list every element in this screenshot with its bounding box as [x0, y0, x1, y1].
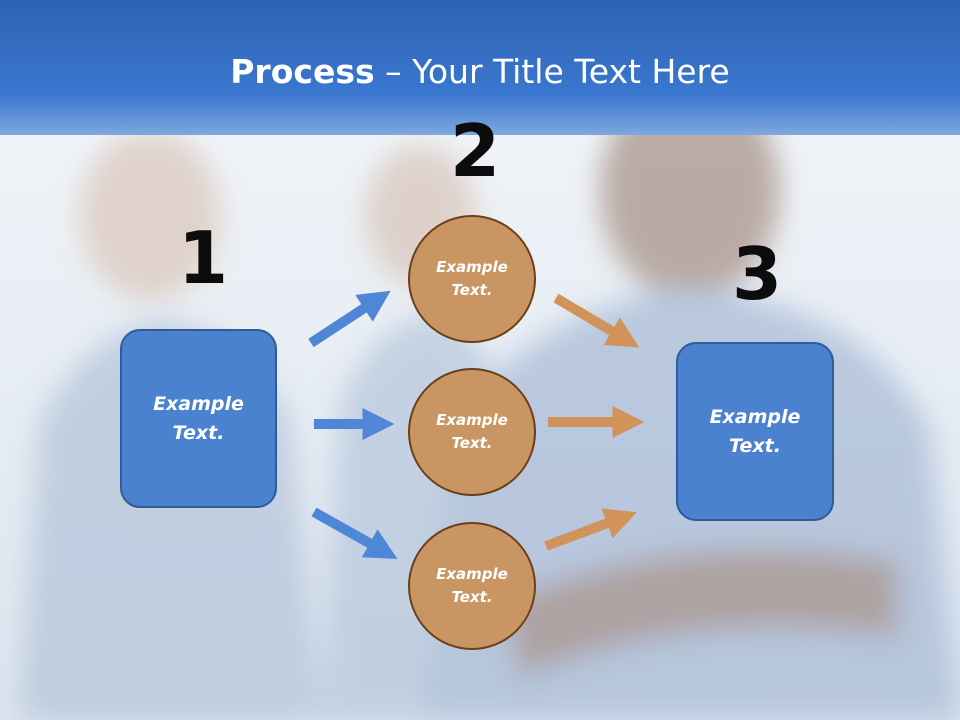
step-2-circle-bottom-text: Example Text. [436, 565, 508, 606]
title-bar [0, 0, 960, 135]
title-bold: Process [230, 52, 375, 91]
step-1-text: Example Text. [153, 392, 244, 444]
arrow-1-to-2c [311, 507, 398, 559]
slide-title: Process – Your Title Text Here [0, 52, 960, 91]
step-2-circle-middle: Example Text. [408, 368, 536, 496]
step-2-circle-top-text: Example Text. [436, 258, 508, 299]
arrow-2c-to-3 [544, 508, 637, 551]
step-2-circle-middle-text: Example Text. [436, 411, 508, 452]
step-3-box: Example Text. [676, 342, 834, 521]
arrow-2a-to-3 [553, 293, 640, 348]
step-number-2: 2 [450, 109, 501, 193]
step-3-text: Example Text. [709, 405, 801, 457]
step-2-circle-bottom: Example Text. [408, 522, 536, 650]
step-1-box: Example Text. [120, 329, 277, 508]
step-number-3: 3 [732, 232, 783, 316]
arrow-1-to-2a [308, 290, 391, 348]
title-rest: – Your Title Text Here [374, 52, 730, 91]
step-2-circle-top: Example Text. [408, 215, 536, 343]
step-number-1: 1 [178, 216, 229, 300]
